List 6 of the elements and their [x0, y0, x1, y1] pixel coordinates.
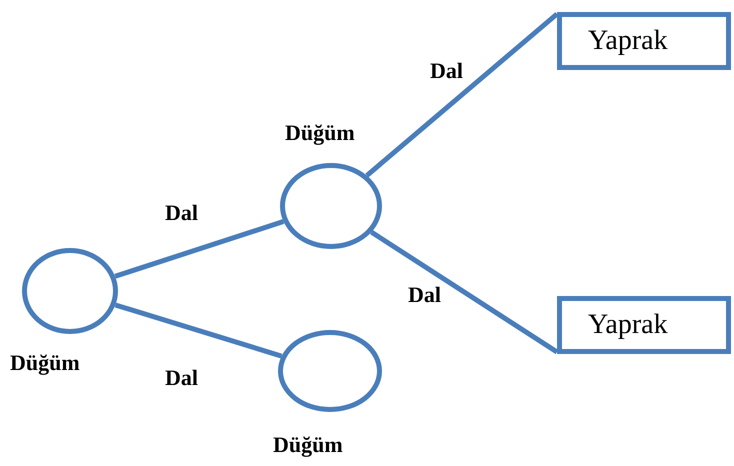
- leaf-box: Yaprak: [557, 296, 731, 354]
- branch-line: [114, 302, 282, 358]
- branch-line: [365, 12, 559, 178]
- branch-line: [114, 219, 284, 279]
- leaf-box: Yaprak: [557, 12, 731, 70]
- branch-line: [370, 230, 558, 354]
